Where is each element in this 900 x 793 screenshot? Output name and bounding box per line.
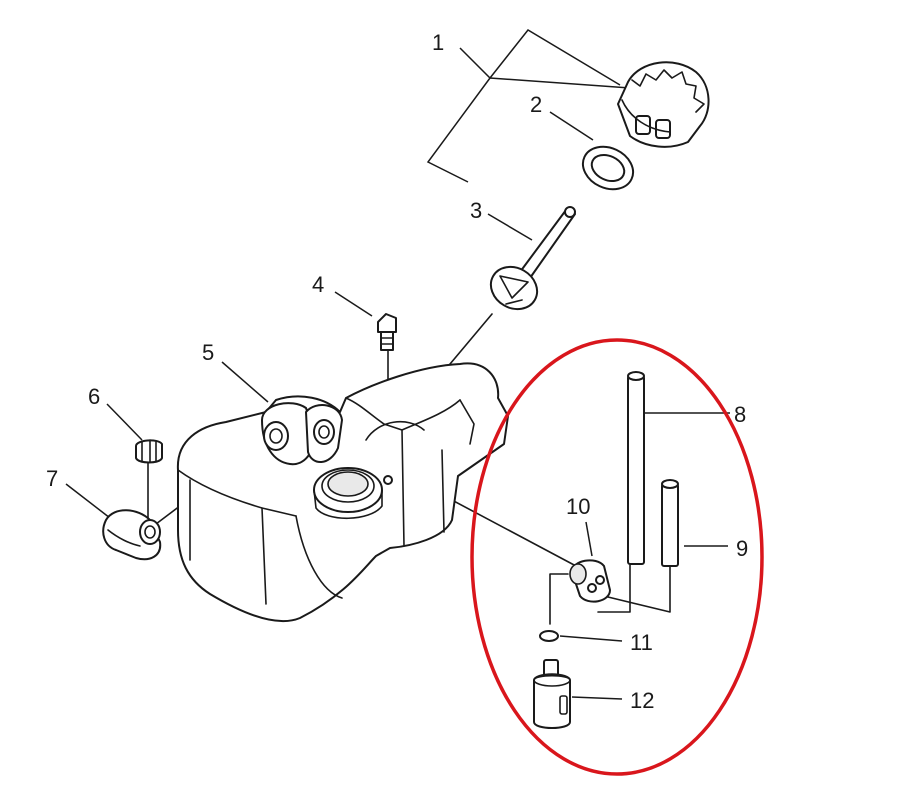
part-label-5: 5 bbox=[202, 340, 214, 365]
part-label-4: 4 bbox=[312, 272, 324, 297]
part-label-10: 10 bbox=[566, 494, 590, 519]
fuel-cap bbox=[617, 61, 710, 148]
breather-valve bbox=[377, 313, 397, 351]
part-label-6: 6 bbox=[88, 384, 100, 409]
part-label-2: 2 bbox=[530, 92, 542, 117]
part-label-12: 12 bbox=[630, 688, 654, 713]
part-label-3: 3 bbox=[470, 198, 482, 223]
part-label-7: 7 bbox=[46, 466, 58, 491]
part-label-8: 8 bbox=[734, 402, 746, 427]
hose-clip bbox=[135, 439, 163, 464]
part-label-9: 9 bbox=[736, 536, 748, 561]
fuel-filter bbox=[533, 659, 571, 729]
tank-grommet bbox=[569, 559, 611, 603]
part-labels: 1 2 3 4 5 6 7 8 9 10 11 12 bbox=[46, 30, 748, 713]
fuel-strainer bbox=[489, 206, 576, 311]
cap-gasket bbox=[581, 145, 635, 191]
part-label-11: 11 bbox=[630, 630, 653, 655]
highlight-ellipse bbox=[470, 338, 764, 776]
elbow-hose bbox=[102, 509, 162, 561]
fuel-tank bbox=[176, 362, 509, 623]
fuel-pipe-long bbox=[627, 371, 645, 565]
o-ring bbox=[539, 630, 559, 642]
fuel-pipe-short bbox=[661, 479, 679, 567]
part-label-1: 1 bbox=[432, 30, 444, 55]
